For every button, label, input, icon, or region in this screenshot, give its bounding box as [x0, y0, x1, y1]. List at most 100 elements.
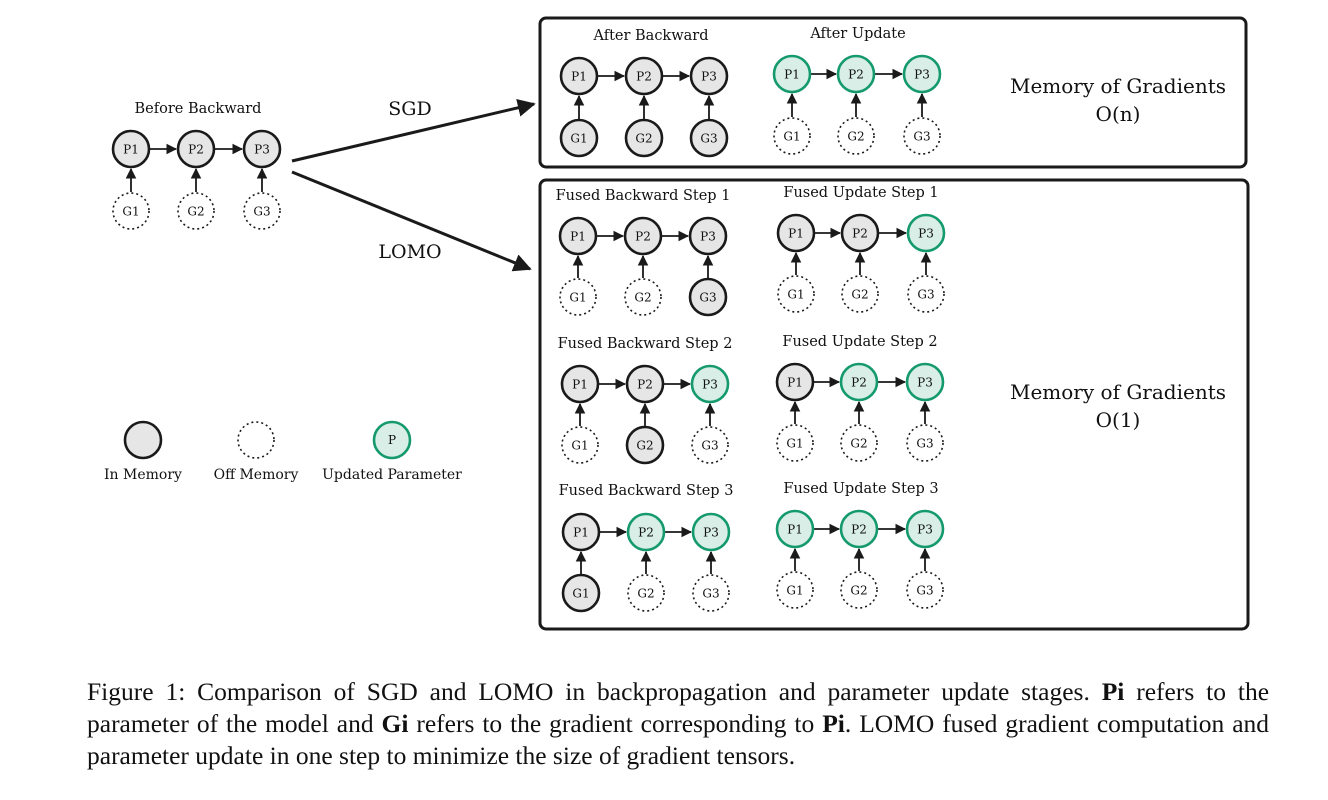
lomo-memory-label: Memory of Gradients	[1010, 380, 1226, 404]
sgd-memory-order: O(n)	[1096, 102, 1141, 126]
fused-update-1-p3-node	[906, 213, 946, 253]
fused-backward-1-g1-node	[559, 278, 597, 316]
fused-update-step3-title: Fused Update Step 3	[783, 481, 938, 497]
fused-update-2-g1-label: G1	[786, 437, 803, 451]
fused-backward-3-p3-label: P3	[703, 526, 719, 540]
fused-update-2-g2-label: G2	[850, 437, 867, 451]
fused-update-1-g3-node	[907, 275, 945, 313]
fused-update-step1-title: Fused Update Step 1	[783, 185, 938, 201]
fused-backward-2-g1-label: G1	[571, 439, 588, 453]
caption-prefix: Figure 1: Comparison of SGD and LOMO in …	[87, 677, 1090, 706]
fused-backward-2-p2-label: P2	[637, 378, 653, 392]
before-p2-node	[176, 129, 216, 169]
fused-backward-1-g3-node	[688, 277, 728, 317]
after-update-p2-node	[836, 54, 876, 94]
fused-update-3-p3-node	[905, 509, 945, 549]
sgd-arrow	[291, 98, 536, 163]
fused-update-1-p1-node	[776, 213, 816, 253]
fused-backward-3-g1-label: G1	[572, 587, 589, 601]
after-backward-g2-label: G2	[635, 132, 652, 146]
fused-update-3-g3-label: G3	[916, 584, 933, 598]
lomo-arrow-label: LOMO	[378, 241, 441, 263]
fused-backward-3-g2-label: G2	[637, 587, 654, 601]
fused-backward-3-p1-label: P1	[573, 526, 589, 540]
fused-backward-1-p3-label: P3	[700, 230, 716, 244]
before-g3-label: G3	[253, 205, 270, 219]
after-update-g1-node	[773, 117, 811, 155]
fused-backward-3-p2-label: P2	[638, 526, 654, 540]
after-backward-g3-node	[689, 118, 729, 158]
after-update-p3-label: P3	[914, 68, 930, 82]
fused-backward-2-p3-node	[690, 364, 730, 404]
fused-backward-step1-title: Fused Backward Step 1	[556, 188, 731, 204]
fused-backward-1-p1-label: P1	[570, 230, 586, 244]
fused-update-1-p2-node	[840, 213, 880, 253]
after-update-p2-label: P2	[848, 68, 864, 82]
fused-update-2-p3-node	[905, 362, 945, 402]
fused-update-2-p2-node	[839, 362, 879, 402]
before-p3-label: P3	[254, 143, 270, 157]
lomo-memory-order: O(1)	[1096, 408, 1141, 432]
after-update-g1-label: G1	[783, 130, 800, 144]
before-g2-node	[177, 192, 215, 230]
caption-gi: Gi	[381, 709, 409, 738]
caption-pi2: Pi	[822, 709, 845, 738]
fused-update-3-p3-label: P3	[917, 523, 933, 537]
fused-update-1-g3-label: G3	[917, 288, 934, 302]
before-g1-label: G1	[122, 205, 139, 219]
before-p2-label: P2	[188, 143, 204, 157]
fused-update-3-g1-node	[776, 571, 814, 609]
fused-backward-3-p1-node	[561, 512, 601, 552]
after-backward-g3-label: G3	[700, 132, 717, 146]
legend-updated-label: Updated Parameter	[322, 467, 462, 483]
legend-off-memory-label: Off Memory	[214, 467, 299, 483]
fused-update-2-p2-label: P2	[851, 376, 867, 390]
fused-backward-step3-title: Fused Backward Step 3	[559, 483, 734, 499]
before-p3-node	[242, 129, 282, 169]
fused-backward-2-p2-node	[625, 364, 665, 404]
fused-update-2-g3-label: G3	[916, 437, 933, 451]
legend-updated-circle	[372, 420, 412, 460]
before-g2-label: G2	[187, 205, 204, 219]
fused-update-3-p2-node	[839, 509, 879, 549]
fused-update-1-p1-label: P1	[788, 227, 804, 241]
caption-pi: Pi	[1101, 677, 1125, 706]
fused-update-2-g2-node	[840, 424, 878, 462]
lomo-arrow	[291, 170, 532, 272]
fused-backward-3-g2-node	[627, 574, 665, 612]
fused-backward-3-g3-node	[692, 574, 730, 612]
fused-backward-2-p1-label: P1	[572, 378, 588, 392]
fused-update-2-p3-label: P3	[917, 376, 933, 390]
fused-update-3-g3-node	[906, 571, 944, 609]
fused-backward-1-p1-node	[558, 216, 598, 256]
after-update-p3-node	[902, 54, 942, 94]
fused-update-1-p2-label: P2	[852, 227, 868, 241]
after-update-g3-node	[903, 117, 941, 155]
before-g3-node	[243, 192, 281, 230]
fused-update-2-p1-node	[775, 362, 815, 402]
fused-backward-2-g1-node	[561, 426, 599, 464]
fused-update-step2-title: Fused Update Step 2	[782, 334, 937, 350]
legend-in-memory-label: In Memory	[104, 467, 182, 483]
fused-backward-2-p3-label: P3	[702, 378, 718, 392]
fused-update-1-g2-label: G2	[851, 288, 868, 302]
fused-update-3-p1-label: P1	[787, 523, 803, 537]
caption-suffix: . LOMO fused gradient computation and pa…	[87, 709, 1270, 770]
fused-update-1-g1-label: G1	[787, 288, 804, 302]
before-p1-label: P1	[123, 143, 139, 157]
fused-backward-1-g3-label: G3	[699, 291, 716, 305]
after-update-p1-node	[772, 54, 812, 94]
fused-update-3-g2-node	[840, 571, 878, 609]
fused-update-1-p3-label: P3	[918, 227, 934, 241]
fused-backward-2-g2-node	[625, 425, 665, 465]
fused-update-3-p1-node	[775, 509, 815, 549]
after-update-title: After Update	[809, 26, 905, 42]
fused-update-2-g3-node	[906, 424, 944, 462]
fused-update-2-g1-node	[776, 424, 814, 462]
after-update-p1-label: P1	[784, 68, 800, 82]
